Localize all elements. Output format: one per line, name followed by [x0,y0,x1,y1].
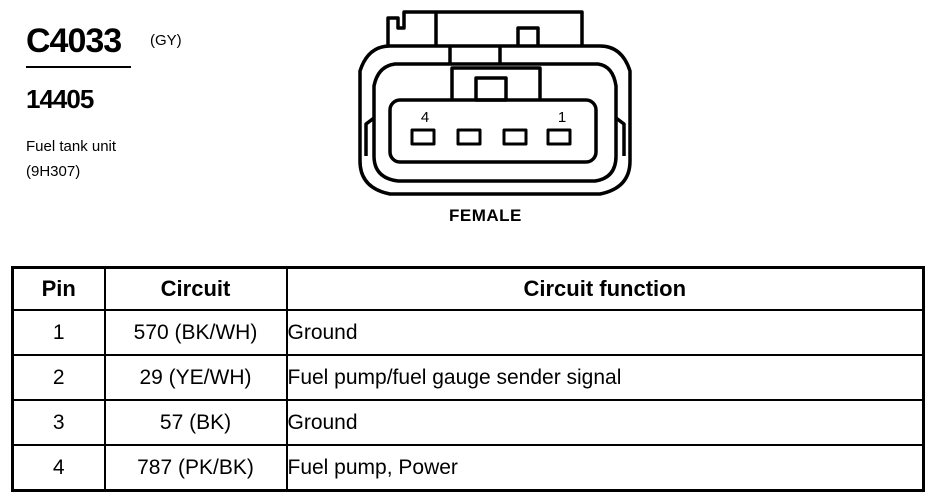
description-line-2: (9H307) [26,163,81,180]
cell-function: Ground [285,309,925,356]
connector-color-code: (GY) [150,32,182,49]
connector-side-left [364,116,376,156]
cell-circuit: 787 (PK/BK) [103,444,288,492]
connector-key-block [450,66,542,100]
connector-latch-top [420,10,584,46]
cell-function: Fuel pump/fuel gauge sender signal [285,354,925,401]
pin-cavity-4 [410,128,436,146]
pin-table-header-row: Pin Circuit Circuit function [11,266,925,311]
part-number: 14405 [26,84,94,114]
cell-function: Fuel pump, Power [285,444,925,492]
cell-circuit: 29 (YE/WH) [103,354,288,401]
cell-pin: 3 [11,399,106,446]
header-circuit: Circuit [103,266,288,311]
pin-table: Pin Circuit Circuit function 1 570 (BK/W… [11,266,925,492]
pin-cavity-3 [456,128,482,146]
cell-circuit: 570 (BK/WH) [103,309,288,356]
cell-function: Ground [285,399,925,446]
connector-housing-outline [358,44,632,196]
connector-inner-shell [372,62,618,183]
cell-pin: 2 [11,354,106,401]
connector-latch-inner [448,46,502,64]
connector-id: C4033 [26,22,122,60]
connector-side-right [614,116,626,156]
header-function: Circuit function [285,266,925,311]
connector-key [474,76,508,102]
connector-gender-label: FEMALE [449,206,522,225]
header-pin: Pin [11,266,106,311]
table-row: 2 29 (YE/WH) Fuel pump/fuel gauge sender… [11,354,925,401]
connector-latch-right [516,26,540,46]
header-rule [26,66,131,68]
cell-pin: 1 [11,309,106,356]
connector-face-diagram: 4 1 [358,10,632,196]
cell-circuit: 57 (BK) [103,399,288,446]
table-row: 1 570 (BK/WH) Ground [11,309,925,356]
pin-cavity-1 [546,128,572,146]
pin-label-last: 1 [558,109,566,126]
terminal-cavity-area [388,98,598,164]
pin-label-first: 4 [421,109,429,126]
pin-cavity-2 [502,128,528,146]
cell-pin: 4 [11,444,106,492]
description-line-1: Fuel tank unit [26,138,117,155]
connector-latch-left [386,10,420,46]
table-row: 3 57 (BK) Ground [11,399,925,446]
table-row: 4 787 (PK/BK) Fuel pump, Power [11,444,925,492]
